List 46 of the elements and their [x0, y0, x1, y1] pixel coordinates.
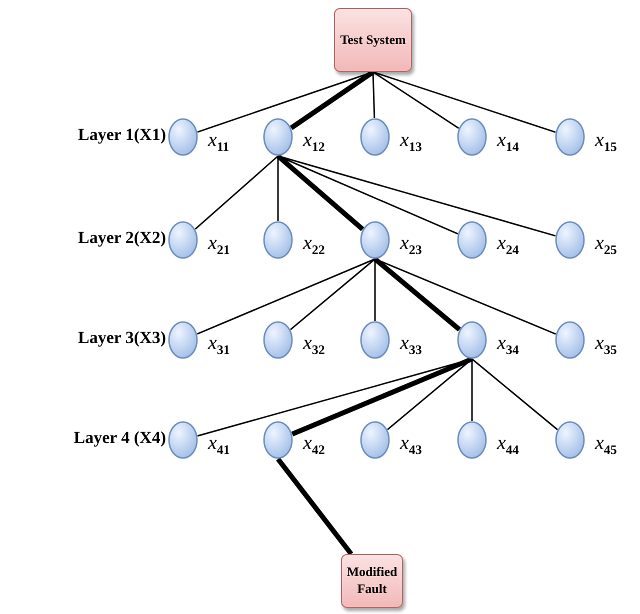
variable-label: x$_{25}$	[595, 232, 617, 258]
variable-label: x$_{22}$	[303, 232, 325, 258]
connector-line	[372, 72, 376, 118]
layer-label: Layer 4 (X4)	[74, 428, 166, 448]
connector-line	[278, 155, 458, 235]
connector-line	[277, 156, 279, 221]
connector-line	[290, 258, 376, 330]
variable-label: x$_{34}$	[497, 332, 519, 358]
connector-line	[194, 155, 278, 230]
box-label: Test System	[340, 32, 406, 48]
variable-label: x$_{13}$	[400, 129, 422, 155]
variable-label: x$_{31}$	[208, 332, 230, 358]
process-box	[334, 8, 412, 72]
variable-label: x$_{21}$	[208, 232, 230, 258]
variable-label: x$_{45}$	[595, 432, 617, 458]
layer-label: Layer 3(X3)	[78, 328, 166, 348]
variable-label: x$_{14}$	[497, 129, 519, 155]
connector-line	[471, 359, 473, 421]
connector-line	[196, 258, 376, 335]
connector-line	[372, 71, 460, 129]
variable-label: x$_{15}$	[595, 129, 617, 155]
variable-label: x$_{12}$	[303, 129, 325, 155]
layer-label: Layer 1(X1)	[78, 125, 166, 145]
variable-label: x$_{23}$	[400, 232, 422, 258]
connector-line	[374, 259, 376, 321]
layer-label: Layer 2(X2)	[78, 228, 166, 248]
process-box	[341, 554, 403, 608]
connector-line	[276, 457, 354, 556]
connector-line	[290, 70, 374, 130]
variable-label: x$_{24}$	[497, 232, 519, 258]
variable-label: x$_{43}$	[400, 432, 422, 458]
connector-line	[291, 356, 473, 436]
connector-line	[372, 71, 556, 133]
variable-label: x$_{11}$	[208, 129, 230, 155]
connector-line	[472, 358, 558, 430]
box-label: Modified Fault	[346, 564, 398, 598]
variable-label: x$_{44}$	[497, 432, 519, 458]
variable-label: x$_{41}$	[208, 432, 230, 458]
connector-line	[373, 257, 462, 332]
variable-label: x$_{32}$	[303, 332, 325, 358]
connector-line	[278, 155, 556, 237]
connector-line	[374, 258, 556, 335]
connector-line	[276, 154, 364, 232]
variable-label: x$_{42}$	[303, 432, 325, 458]
variable-label: x$_{33}$	[400, 332, 422, 358]
variable-label: x$_{35}$	[595, 332, 617, 358]
